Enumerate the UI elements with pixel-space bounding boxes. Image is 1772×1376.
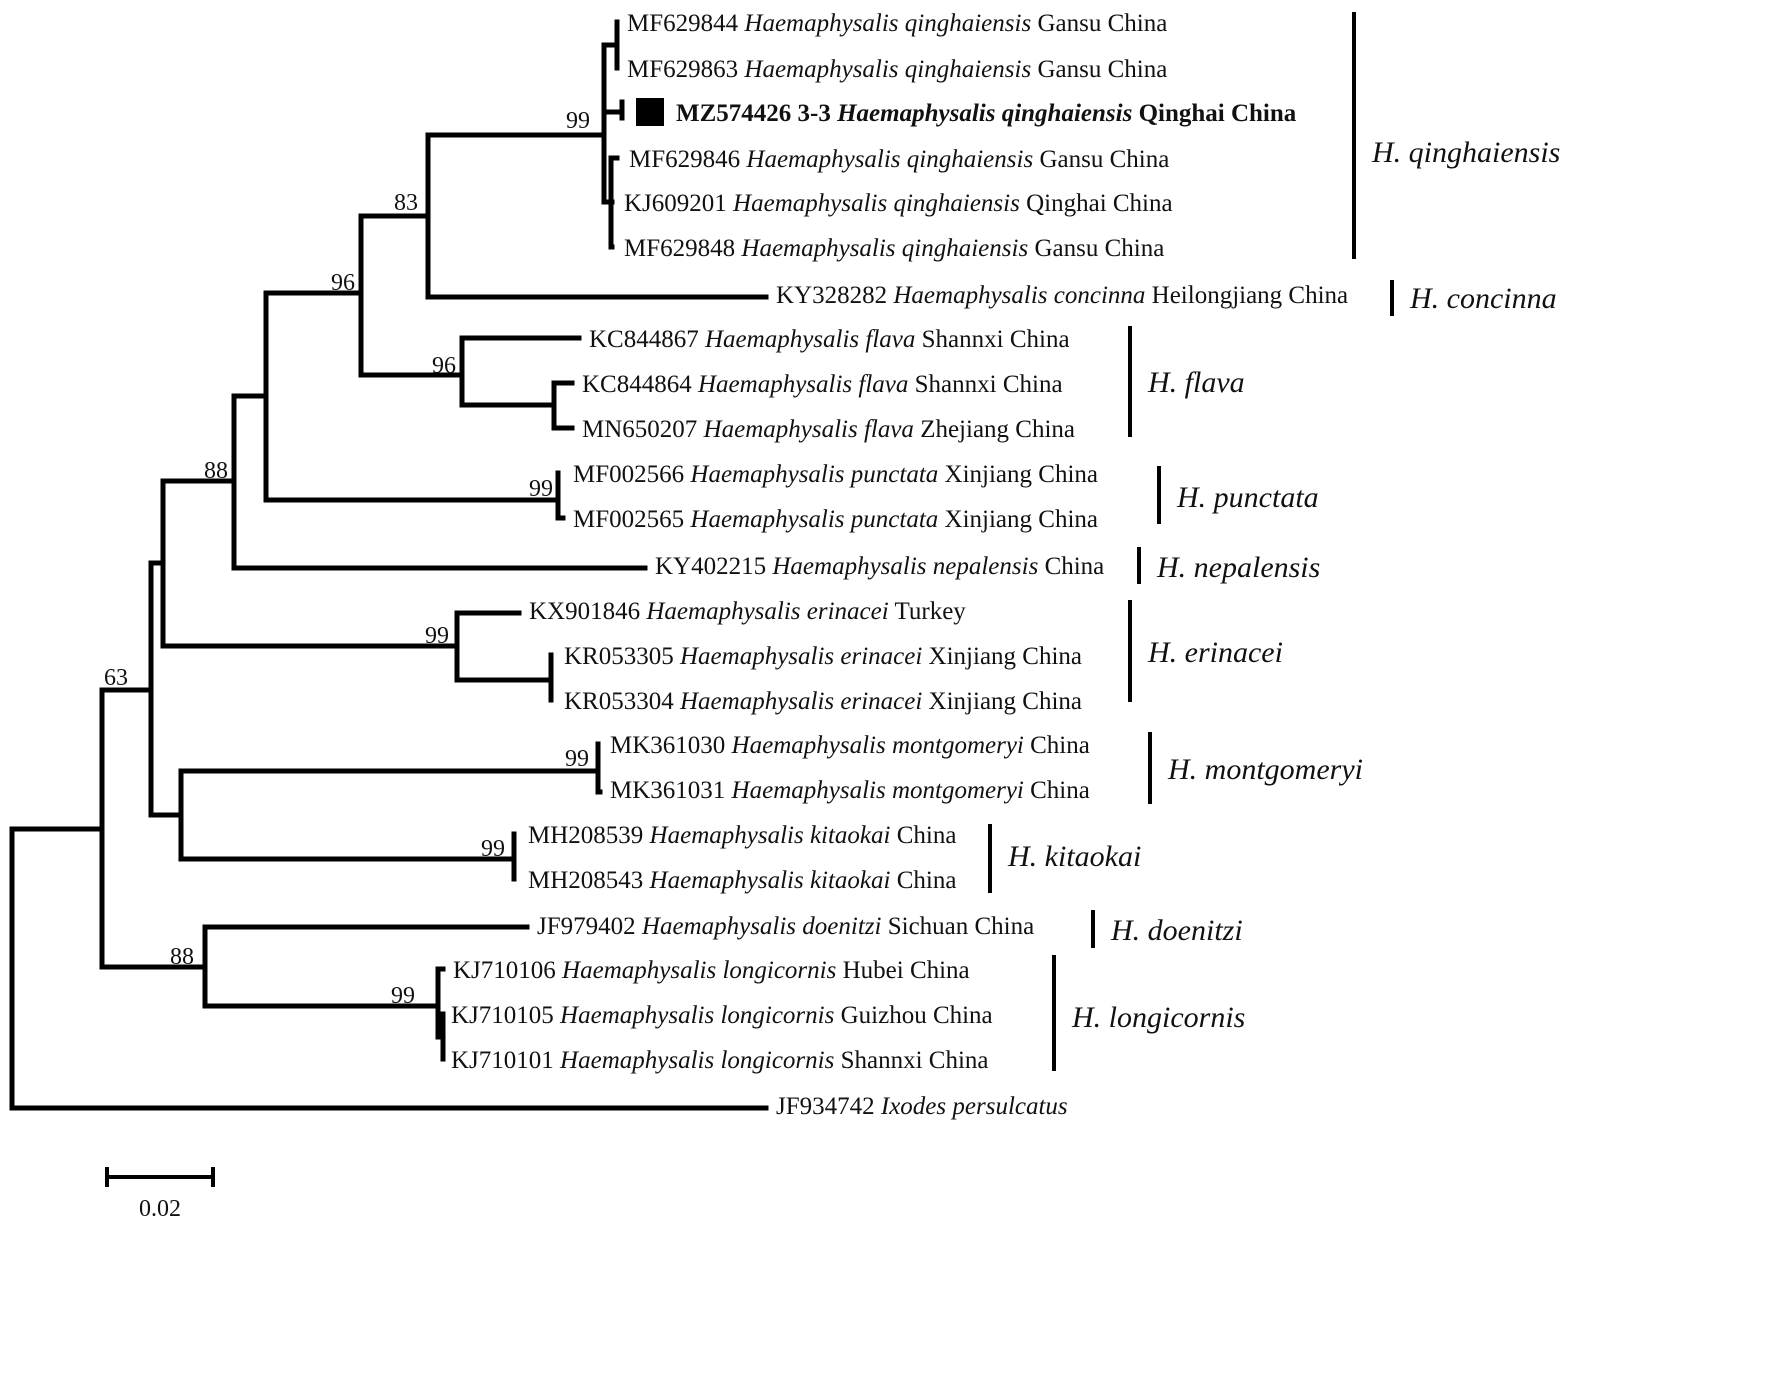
clade-name: H. flava [1147, 366, 1245, 399]
tip-label: KR053304 Haemaphysalis erinacei Xinjiang… [564, 688, 1082, 715]
tip-label: KJ609201 Haemaphysalis qinghaiensis Qing… [624, 190, 1173, 217]
tip-label: KC844867 Haemaphysalis flava Shannxi Chi… [589, 326, 1070, 353]
tip-label: MH208539 Haemaphysalis kitaokai China [528, 822, 956, 849]
tree-branches [9, 19, 769, 1111]
bootstrap-value: 96 [331, 270, 355, 296]
tip-label: KR053305 Haemaphysalis erinacei Xinjiang… [564, 643, 1082, 670]
tip-label: KJ710106 Haemaphysalis longicornis Hubei… [453, 957, 970, 984]
tip-label: KY328282 Haemaphysalis concinna Heilongj… [776, 282, 1348, 309]
clade-name: H. kitaokai [1007, 840, 1141, 873]
clade-name: H. nepalensis [1156, 551, 1320, 584]
clade-name: H. qinghaiensis [1371, 136, 1560, 169]
tip-label: MF629846 Haemaphysalis qinghaiensis Gans… [629, 146, 1169, 173]
tip-label: KC844864 Haemaphysalis flava Shannxi Chi… [582, 371, 1063, 398]
bootstrap-value: 99 [481, 836, 505, 862]
clade-name: H. punctata [1176, 481, 1319, 514]
tip-label: MN650207 Haemaphysalis flava Zhejiang Ch… [582, 416, 1075, 443]
clade-name: H. montgomeryi [1167, 753, 1363, 786]
tip-label: MK361030 Haemaphysalis montgomeryi China [610, 732, 1090, 759]
bootstrap-values: 99 83 96 96 99 88 99 99 99 63 88 99 [104, 108, 590, 1009]
clade-name: H. erinacei [1147, 636, 1283, 669]
clade-name: H. longicornis [1071, 1001, 1245, 1034]
scale-bar: 0.02 [105, 1167, 215, 1222]
tip-label: MF002565 Haemaphysalis punctata Xinjiang… [573, 506, 1098, 533]
tip-label: KJ710101 Haemaphysalis longicornis Shann… [451, 1047, 989, 1074]
scale-bar-label: 0.02 [139, 1196, 181, 1222]
tip-label: MF629848 Haemaphysalis qinghaiensis Gans… [624, 235, 1164, 262]
tip-label: JF934742 Ixodes persulcatus [776, 1093, 1068, 1120]
bootstrap-value: 99 [529, 476, 553, 502]
clade-annotations: H. qinghaiensis H. concinna H. flava H. pun… [988, 12, 1560, 1071]
tip-labels: MF629844 Haemaphysalis qinghaiensis Gans… [451, 10, 1348, 1120]
bootstrap-value: 83 [394, 190, 418, 216]
tip-label: KY402215 Haemaphysalis nepalensis China [655, 553, 1104, 580]
tip-label: MF002566 Haemaphysalis punctata Xinjiang… [573, 461, 1098, 488]
clade-name: H. doenitzi [1110, 914, 1243, 947]
bootstrap-value: 88 [204, 458, 228, 484]
bootstrap-value: 99 [425, 623, 449, 649]
clade-name: H. concinna [1409, 282, 1557, 315]
tip-label: MK361031 Haemaphysalis montgomeryi China [610, 777, 1090, 804]
tip-label: KX901846 Haemaphysalis erinacei Turkey [529, 598, 966, 625]
tip-label: MZ574426 3-3 Haemaphysalis qinghaiensis … [676, 100, 1297, 127]
tip-label: JF979402 Haemaphysalis doenitzi Sichuan … [537, 913, 1034, 940]
bootstrap-value: 63 [104, 665, 128, 691]
tip-label: MF629863 Haemaphysalis qinghaiensis Gans… [627, 56, 1167, 83]
bootstrap-value: 99 [565, 746, 589, 772]
tip-label: MF629844 Haemaphysalis qinghaiensis Gans… [627, 10, 1167, 37]
tip-label: KJ710105 Haemaphysalis longicornis Guizh… [451, 1002, 993, 1029]
bootstrap-value: 99 [566, 108, 590, 134]
bootstrap-value: 96 [432, 353, 456, 379]
highlight-square-icon [636, 98, 664, 126]
bootstrap-value: 99 [391, 983, 415, 1009]
tip-label: MH208543 Haemaphysalis kitaokai China [528, 867, 956, 894]
bootstrap-value: 88 [170, 944, 194, 970]
